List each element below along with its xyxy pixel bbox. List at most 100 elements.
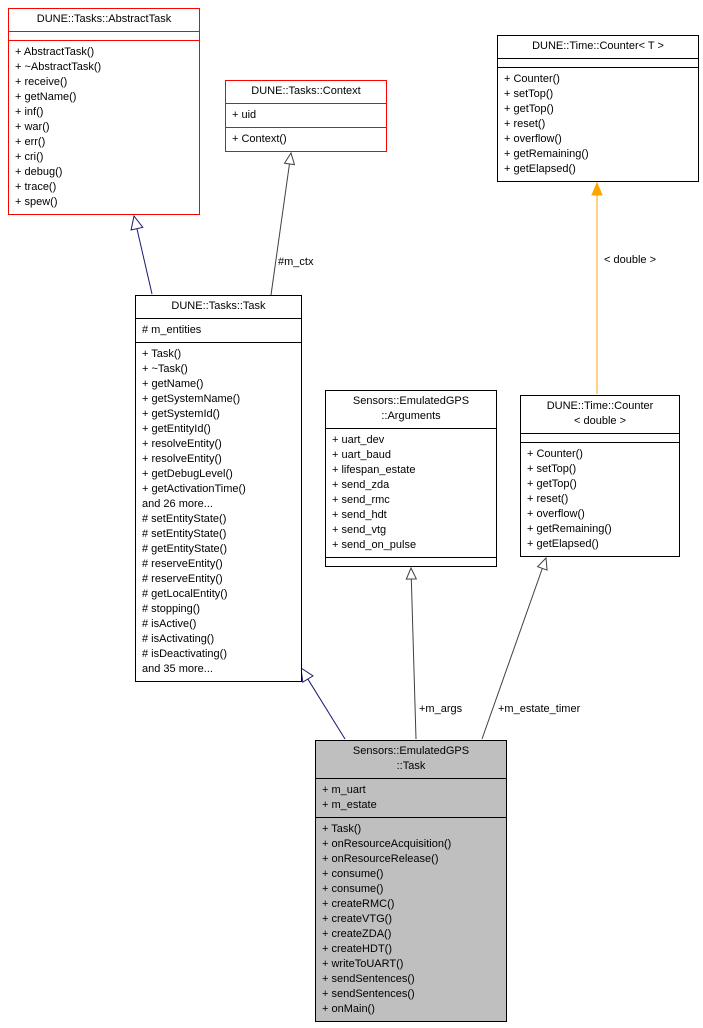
class-title-counter-t: DUNE::Time::Counter< T > <box>498 36 698 58</box>
class-member: + Task() <box>142 348 182 360</box>
class-member: + writeToUART() <box>322 958 404 970</box>
class-title-line: ::Task <box>396 760 426 772</box>
class-methods-abstract-task: + AbstractTask() + ~AbstractTask() + recei… <box>9 40 199 214</box>
class-member: + uid <box>232 109 257 121</box>
class-box-counter-t[interactable]: DUNE::Time::Counter< T >+ Counter()+ set… <box>497 35 699 182</box>
class-box-emulatedgps-arguments[interactable]: Sensors::EmulatedGPS::Arguments+ uart_de… <box>325 390 497 567</box>
edge-line-task-inherits-abstracttask <box>136 228 153 295</box>
class-title-line: Sensors::EmulatedGPS <box>352 745 470 757</box>
class-title-task: DUNE::Tasks::Task <box>136 296 301 318</box>
class-member: + getRemaining() <box>504 148 589 160</box>
class-member: + war() <box>15 121 50 133</box>
class-member: + resolveEntity() <box>142 453 222 465</box>
class-title-line: DUNE::Time::Counter <box>546 400 654 412</box>
class-member: # getLocalEntity() <box>142 588 228 600</box>
class-member: + getName() <box>15 91 77 103</box>
class-box-context[interactable]: DUNE::Tasks::Context+ uid+ Context() <box>225 80 387 152</box>
class-attributes-task: # m_entities <box>136 318 301 342</box>
class-member: + Context() <box>232 133 287 145</box>
class-methods-context: + Context() <box>226 127 386 151</box>
class-member: + inf() <box>15 106 44 118</box>
class-member: + err() <box>15 136 46 148</box>
class-member: # setEntityState() <box>142 513 227 525</box>
class-box-emulatedgps-task[interactable]: Sensors::EmulatedGPS::Task+ m_uart+ m_es… <box>315 740 507 1022</box>
class-title-context: DUNE::Tasks::Context <box>226 81 386 103</box>
class-member: + createZDA() <box>322 928 392 940</box>
class-member: + getSystemName() <box>142 393 241 405</box>
class-member: + onResourceAcquisition() <box>322 838 452 850</box>
class-box-task[interactable]: DUNE::Tasks::Task# m_entities+ Task()+ ~… <box>135 295 302 682</box>
class-title-abstract-task: DUNE::Tasks::AbstractTask <box>9 9 199 31</box>
edge-line-emulatedgpstask-uses-arguments <box>410 578 417 740</box>
class-attributes-counter-double <box>521 433 679 442</box>
class-title-line: Sensors::EmulatedGPS <box>352 395 470 407</box>
class-title-line: DUNE::Tasks::AbstractTask <box>36 13 172 25</box>
class-attributes-counter-t <box>498 58 698 67</box>
class-member: + ~Task() <box>142 363 188 375</box>
class-member: + createHDT() <box>322 943 392 955</box>
class-member: + getRemaining() <box>527 523 612 535</box>
class-member: # getEntityState() <box>142 543 227 555</box>
class-member: + AbstractTask() <box>15 46 95 58</box>
class-member: # isActive() <box>142 618 197 630</box>
edge-arrowhead-counterdouble-instantiates-countert <box>591 181 603 196</box>
class-member: # isDeactivating() <box>142 648 227 660</box>
class-member: + uart_baud <box>332 449 392 461</box>
edge-arrowhead-task-inherits-abstracttask <box>130 214 144 231</box>
class-methods-emulatedgps-arguments <box>326 557 496 566</box>
class-title-line: < double > <box>574 415 626 427</box>
class-title-line: DUNE::Time::Counter< T > <box>532 40 664 52</box>
class-member: + getDebugLevel() <box>142 468 233 480</box>
class-member: + Counter() <box>504 73 560 85</box>
class-attributes-emulatedgps-task: + m_uart+ m_estate <box>316 778 506 817</box>
class-member: + getElapsed() <box>504 163 576 175</box>
class-member: + lifespan_estate <box>332 464 416 476</box>
edge-line-emulatedgpstask-uses-counterdouble <box>481 568 543 740</box>
class-methods-emulatedgps-task: + Task()+ onResourceAcquisition()+ onRes… <box>316 817 506 1021</box>
class-box-abstract-task[interactable]: DUNE::Tasks::AbstractTask+ AbstractTask(… <box>8 8 200 215</box>
edge-arrowhead-emulatedgpstask-uses-arguments <box>405 566 418 580</box>
class-member: + reset() <box>527 493 569 505</box>
class-member: + sendSentences() <box>322 988 415 1000</box>
class-member: + debug() <box>15 166 63 178</box>
class-member: + m_estate <box>322 799 377 811</box>
edge-line-emulatedgpstask-inherits-task <box>307 678 346 740</box>
edge-arrowhead-emulatedgpstask-uses-counterdouble <box>536 556 548 571</box>
class-member: + setTop() <box>504 88 554 100</box>
class-member: + onMain() <box>322 1003 375 1015</box>
class-member: + getActivationTime() <box>142 483 246 495</box>
class-member: + getTop() <box>527 478 577 490</box>
class-member: + resolveEntity() <box>142 438 222 450</box>
edge-label-task-uses-context: #m_ctx <box>278 256 314 268</box>
class-member: + createVTG() <box>322 913 392 925</box>
class-member: and 35 more... <box>142 663 213 675</box>
class-member: and 26 more... <box>142 498 213 510</box>
edge-label-counterdouble-instantiates-countert: < double > <box>604 254 656 266</box>
class-member: + overflow() <box>527 508 585 520</box>
class-member: + uart_dev <box>332 434 385 446</box>
class-title-emulatedgps-arguments: Sensors::EmulatedGPS::Arguments <box>326 391 496 428</box>
class-member: + setTop() <box>527 463 577 475</box>
class-member: + consume() <box>322 868 384 880</box>
class-member: + getEntityId() <box>142 423 211 435</box>
class-member: + cri() <box>15 151 44 163</box>
class-title-emulatedgps-task: Sensors::EmulatedGPS::Task <box>316 741 506 778</box>
class-box-counter-double[interactable]: DUNE::Time::Counter< double >+ Counter()… <box>520 395 680 557</box>
class-title-line: DUNE::Tasks::Context <box>251 85 361 97</box>
class-member: + overflow() <box>504 133 562 145</box>
class-member: + ~AbstractTask() <box>15 61 102 73</box>
class-member: + getSystemId() <box>142 408 220 420</box>
class-member: + send_zda <box>332 479 390 491</box>
class-title-line: DUNE::Tasks::Task <box>171 300 266 312</box>
class-member: + getElapsed() <box>527 538 599 550</box>
class-attributes-abstract-task <box>9 31 199 40</box>
class-member: + Task() <box>322 823 362 835</box>
class-member: + receive() <box>15 76 68 88</box>
class-methods-counter-t: + Counter()+ setTop()+ getTop()+ reset()… <box>498 67 698 181</box>
class-methods-counter-double: + Counter()+ setTop()+ getTop()+ reset()… <box>521 442 679 556</box>
class-member: + spew() <box>15 196 58 208</box>
class-member: + consume() <box>322 883 384 895</box>
class-member: + sendSentences() <box>322 973 415 985</box>
